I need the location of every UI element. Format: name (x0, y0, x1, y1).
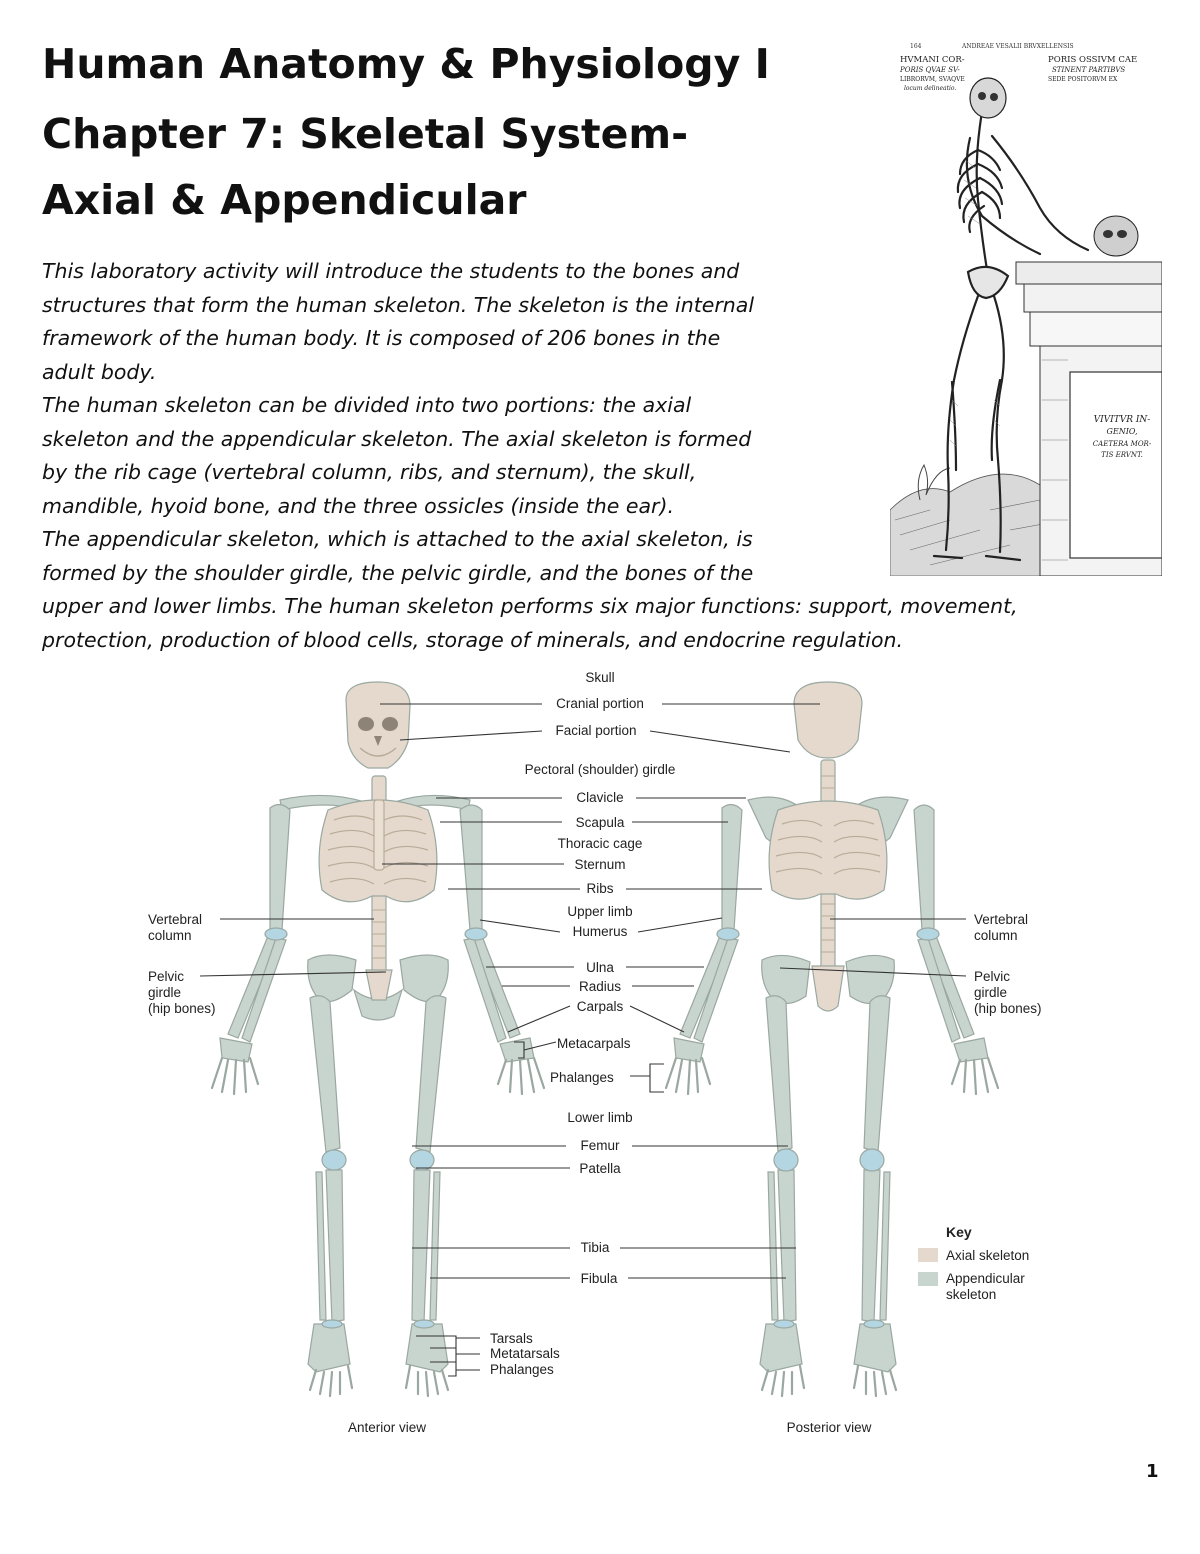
label-upper-limb: Upper limb (567, 904, 632, 919)
label-ulna: Ulna (586, 960, 614, 975)
anterior-skeleton (210, 681, 546, 1398)
skeleton-diagram: Skull Cranial portion Facial portion Pec… (148, 670, 1042, 1435)
label-pelvic-girdle-left: girdle (148, 985, 181, 1000)
key-swatch-appendicular (918, 1272, 938, 1286)
woodcut-page-number: 164 (910, 43, 922, 50)
label-pelvic-girdle-left: Pelvic (148, 969, 184, 984)
chapter-subtitle: Axial & Appendicular (42, 176, 527, 224)
page-number: 1 (1146, 1461, 1159, 1482)
label-tarsals: Tarsals (490, 1331, 533, 1346)
divisions-line: by the rib cage (vertebral column, ribs,… (42, 460, 697, 485)
intro-line: framework of the human body. It is compo… (42, 326, 721, 351)
vesalius-woodcut-illustration: 164 ANDREAE VESALII BRVXELLENSIS HVMANI … (890, 40, 1162, 576)
intro-line: adult body. (42, 360, 157, 385)
key-swatch-axial (918, 1248, 938, 1262)
label-clavicle: Clavicle (576, 790, 623, 805)
diagram-key: Key Axial skeleton Appendicular skeleton (918, 1224, 1029, 1302)
label-carpals: Carpals (577, 999, 624, 1014)
label-phalanges: Phalanges (550, 1070, 614, 1085)
label-patella: Patella (579, 1161, 621, 1176)
chapter-title: Chapter 7: Skeletal System- (42, 110, 689, 158)
label-tibia: Tibia (581, 1240, 610, 1255)
caption-anterior-view: Anterior view (348, 1420, 426, 1435)
label-ribs: Ribs (586, 881, 613, 896)
divisions-line: The human skeleton can be divided into t… (42, 393, 692, 417)
woodcut-inscription: STINENT PARTIBVS (1052, 66, 1125, 74)
document-title: Human Anatomy & Physiology I (42, 40, 770, 88)
label-pelvic-girdle-right: (hip bones) (974, 1001, 1042, 1016)
appendicular-line: The appendicular skeleton, which is atta… (42, 527, 753, 551)
appendicular-line: formed by the shoulder girdle, the pelvi… (42, 560, 754, 585)
leader-lines (199, 703, 967, 1377)
diagram-labels: Skull Cranial portion Facial portion Pec… (148, 670, 1042, 1377)
key-title: Key (946, 1224, 972, 1240)
label-lower-limb: Lower limb (567, 1110, 632, 1125)
label-fibula: Fibula (581, 1271, 618, 1286)
intro-line: structures that form the human skeleton.… (42, 292, 755, 317)
appendicular-paragraph: The appendicular skeleton, which is atta… (42, 523, 1018, 658)
label-thoracic-cage: Thoracic cage (558, 836, 643, 851)
divisions-line: skeleton and the appendicular skeleton. … (42, 426, 752, 451)
label-scapula: Scapula (576, 815, 625, 830)
divisions-line: mandible, hyoid bone, and the three ossi… (42, 494, 674, 519)
label-pelvic-girdle-left: (hip bones) (148, 1001, 216, 1016)
woodcut-header: ANDREAE VESALII BRVXELLENSIS (961, 43, 1074, 50)
woodcut-inscription: HVMANI COR- (900, 55, 965, 65)
label-sternum: Sternum (574, 857, 625, 872)
divisions-paragraph: The human skeleton can be divided into t… (42, 389, 751, 524)
woodcut-plaque-text: TIS ERVNT. (1101, 451, 1143, 459)
intro-line: This laboratory activity will introduce … (42, 259, 740, 283)
woodcut-plaque-text: GENIO, (1106, 427, 1137, 436)
label-vertebral-column-left: column (148, 928, 192, 943)
label-pelvic-girdle-right: girdle (974, 985, 1007, 1000)
label-pelvic-girdle-right: Pelvic (974, 969, 1010, 984)
label-metatarsals: Metatarsals (490, 1346, 560, 1361)
woodcut-inscription: locum delineatio. (904, 85, 956, 92)
label-vertebral-column-right: column (974, 928, 1018, 943)
key-appendicular-label: Appendicular (946, 1271, 1025, 1286)
label-facial-portion: Facial portion (555, 723, 636, 738)
woodcut-inscription: PORIS QVAE SV- (899, 66, 960, 74)
posterior-skeleton (664, 681, 1000, 1398)
appendicular-line: upper and lower limbs. The human skeleto… (42, 594, 1018, 619)
label-skull: Skull (585, 670, 614, 685)
label-pectoral-girdle: Pectoral (shoulder) girdle (525, 762, 676, 777)
woodcut-plaque-text: VIVITVR IN- (1094, 415, 1151, 425)
appendicular-line: protection, production of blood cells, s… (42, 628, 904, 653)
label-vertebral-column-left: Vertebral (148, 912, 202, 927)
woodcut-inscription: SEDE POSITORVM EX (1048, 76, 1118, 83)
key-appendicular-label: skeleton (946, 1287, 996, 1302)
label-humerus: Humerus (573, 924, 628, 939)
label-cranial-portion: Cranial portion (556, 696, 644, 711)
key-axial-label: Axial skeleton (946, 1248, 1029, 1263)
label-femur: Femur (580, 1138, 620, 1153)
woodcut-inscription: LIBRORVM, SVAQVE (900, 76, 965, 83)
label-vertebral-column-right: Vertebral (974, 912, 1028, 927)
intro-paragraph: This laboratory activity will introduce … (42, 255, 754, 390)
label-foot-phalanges: Phalanges (490, 1362, 554, 1377)
woodcut-plaque-text: CAETERA MOR- (1093, 440, 1152, 448)
label-metacarpals: Metacarpals (557, 1036, 631, 1051)
label-radius: Radius (579, 979, 621, 994)
woodcut-inscription: PORIS OSSIVM CAE (1048, 55, 1137, 65)
caption-posterior-view: Posterior view (787, 1420, 872, 1435)
